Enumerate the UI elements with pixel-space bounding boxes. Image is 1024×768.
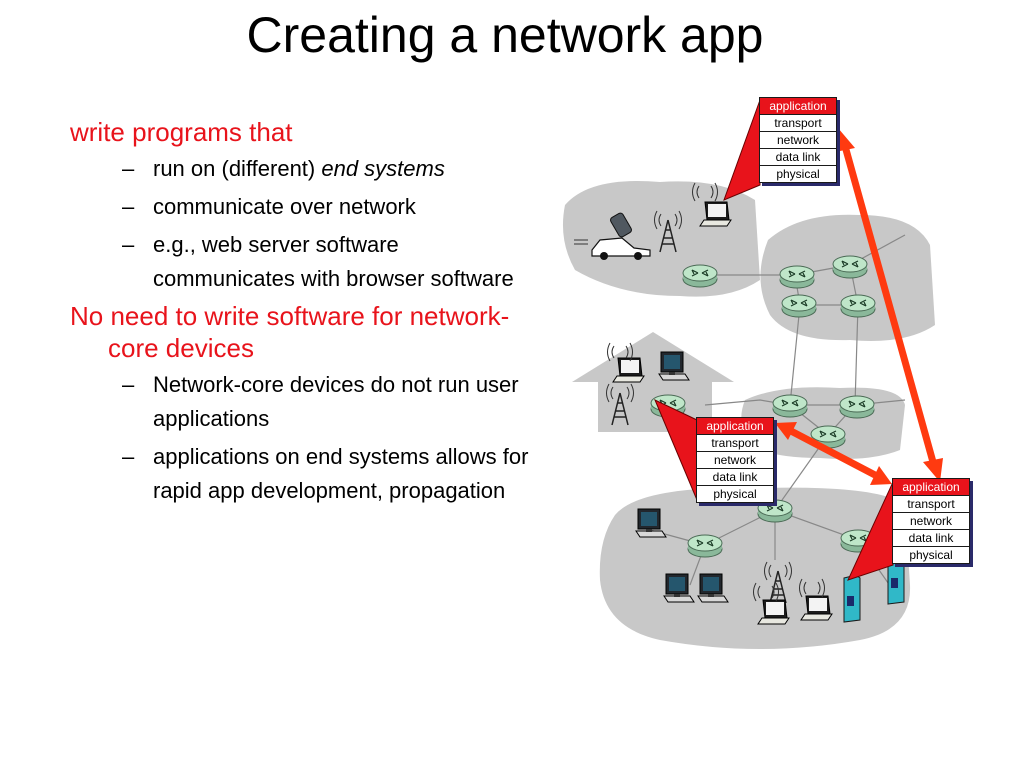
sub-bullet-web-server: – e.g., web server software communicates…	[70, 228, 530, 296]
arrow-line	[789, 427, 877, 479]
layer-data-link: data link	[760, 148, 836, 165]
mobile-network-cloud	[562, 180, 760, 297]
protocol-stack-top: application transport network data link …	[759, 97, 837, 183]
sub-bullet-applications: – applications on end systems allows for…	[70, 440, 530, 508]
sub-bullet-text: run on (different)	[153, 156, 322, 181]
institutional-network-cloud	[599, 487, 911, 649]
sub-bullet-communicate: – communicate over network	[70, 190, 530, 224]
server-icon	[843, 574, 861, 623]
home-network-house	[572, 332, 734, 432]
router-icon	[840, 294, 876, 318]
layer-application: application	[893, 479, 969, 495]
dash: –	[122, 372, 135, 397]
bullet-no-need: No need to write software for network-co…	[70, 301, 510, 363]
arrowhead	[835, 128, 855, 152]
router-icon	[832, 255, 868, 279]
sub-bullet-italic-text: end systems	[321, 156, 445, 181]
router-icon	[687, 534, 723, 558]
router-icon	[682, 264, 718, 288]
layer-network: network	[893, 512, 969, 529]
layer-transport: transport	[893, 495, 969, 512]
layer-physical: physical	[697, 485, 773, 502]
arrow-line	[841, 145, 937, 463]
router-icon	[839, 395, 875, 419]
sub-bullet-text: Network-core devices do not run user app…	[153, 372, 519, 431]
slide-title: Creating a network app	[246, 7, 764, 63]
layer-application: application	[760, 98, 836, 114]
protocol-stack-middle: application transport network data link …	[696, 417, 774, 503]
dash: –	[122, 444, 135, 469]
sub-bullet-run-on: – run on (different) end systems	[70, 152, 530, 186]
layer-transport: transport	[760, 114, 836, 131]
bullet-list: write programs that – run on (different)…	[70, 112, 530, 508]
layer-transport: transport	[697, 434, 773, 451]
layer-physical: physical	[760, 165, 836, 182]
arrowhead	[775, 422, 797, 440]
protocol-stack-right: application transport network data link …	[892, 478, 970, 564]
sub-bullet-text: communicate over network	[153, 194, 416, 219]
callout-wedge	[723, 99, 761, 201]
router-icon	[757, 499, 793, 523]
layer-network: network	[760, 131, 836, 148]
arrowhead	[923, 458, 943, 482]
layer-application: application	[697, 418, 773, 434]
router-icon	[781, 294, 817, 318]
layer-data-link: data link	[697, 468, 773, 485]
bullet-write-programs: write programs that	[70, 117, 293, 147]
sub-bullet-text: e.g., web server software communicates w…	[153, 232, 514, 291]
sub-bullet-text: applications on end systems allows for r…	[153, 444, 529, 503]
arrowhead	[870, 466, 892, 485]
dash: –	[122, 156, 135, 181]
sub-bullet-core-devices: – Network-core devices do not run user a…	[70, 368, 530, 436]
cellphone-icon	[610, 212, 632, 238]
router-icon	[772, 394, 808, 418]
car-icon	[574, 237, 651, 260]
layer-physical: physical	[893, 546, 969, 563]
layer-network: network	[697, 451, 773, 468]
dash: –	[122, 194, 135, 219]
router-icon	[779, 265, 815, 289]
layer-data-link: data link	[893, 529, 969, 546]
dash: –	[122, 232, 135, 257]
